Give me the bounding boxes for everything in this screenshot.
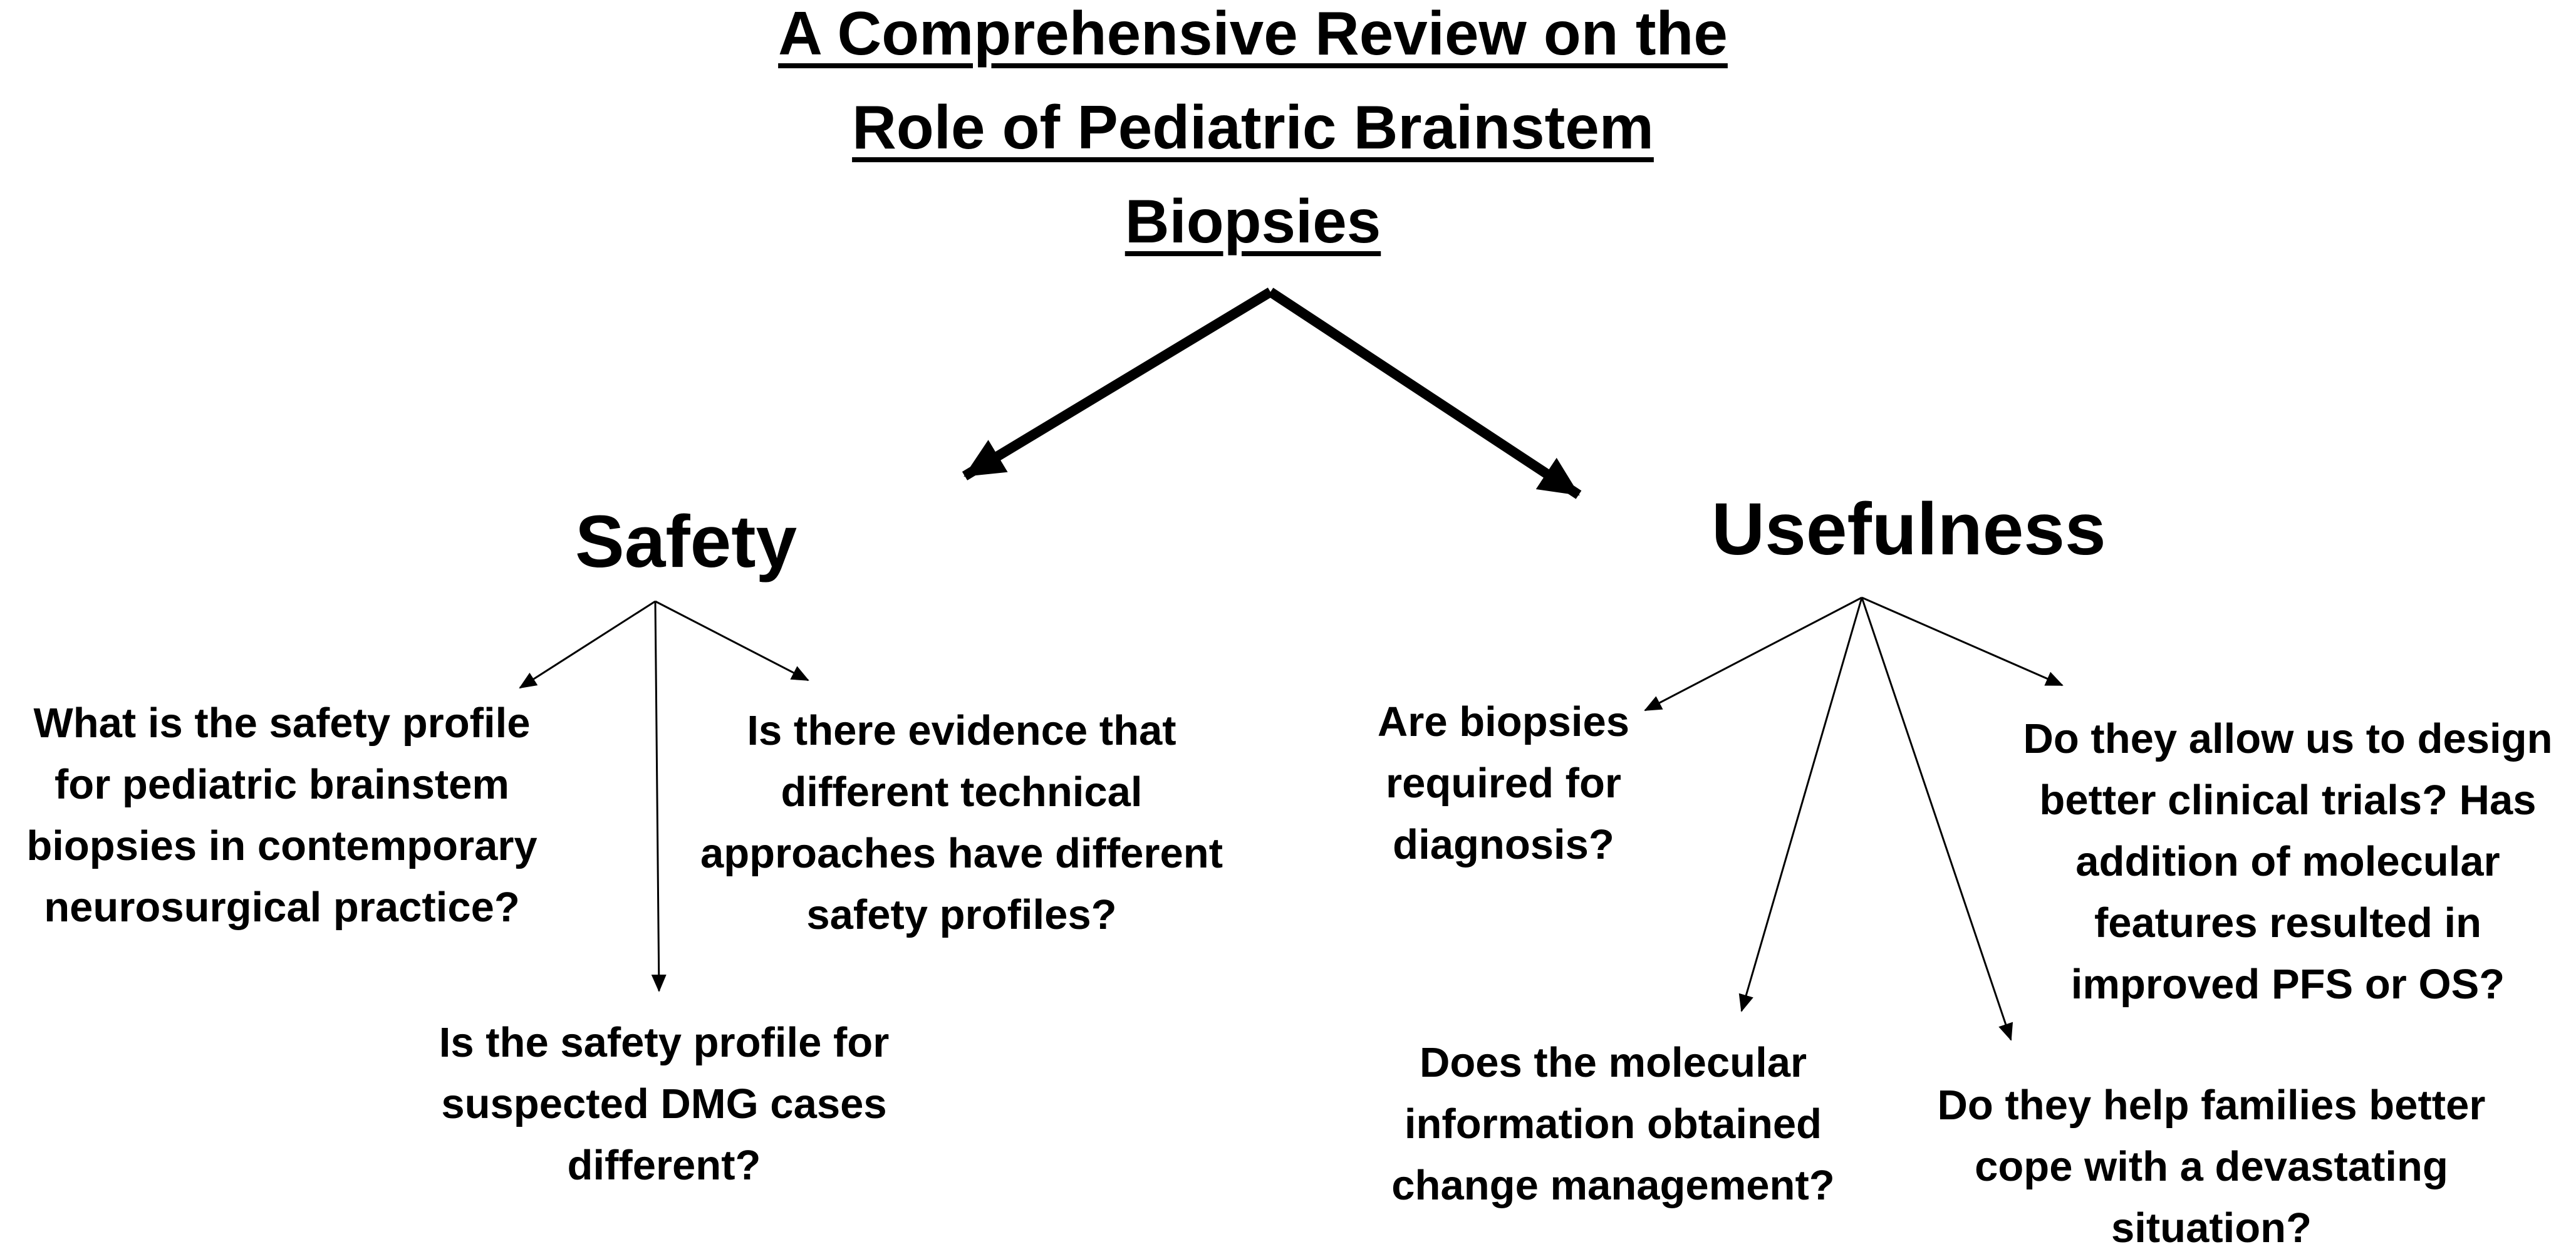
arrow-title-to-safety xyxy=(962,288,1274,480)
question-line: biopsies in contemporary xyxy=(26,822,538,869)
arrow-usefulness-to-q4 xyxy=(1861,596,2064,686)
question-line: Does the molecular xyxy=(1419,1039,1807,1086)
question-line: approaches have different xyxy=(700,830,1223,877)
question-line: different technical xyxy=(781,769,1143,816)
arrow-safety-to-q3 xyxy=(655,600,809,681)
question-line: neurosurgical practice? xyxy=(44,884,520,931)
question-line: addition of molecular xyxy=(2075,838,2500,885)
question-line: Do they help families better xyxy=(1937,1082,2486,1129)
question-line: cope with a devastating xyxy=(1975,1143,2448,1190)
title-line-2: Role of Pediatric Brainstem xyxy=(852,93,1654,162)
question-line: improved PFS or OS? xyxy=(2070,961,2505,1008)
usefulness-question-trials: Do they allow us to design better clinic… xyxy=(2000,708,2576,1015)
question-line: Do they allow us to design xyxy=(2023,715,2553,762)
safety-question-dmg: Is the safety profile for suspected DMG … xyxy=(382,1012,946,1196)
question-line: better clinical trials? Has xyxy=(2039,777,2537,824)
question-line: required for xyxy=(1386,760,1621,807)
question-line: change management? xyxy=(1391,1162,1835,1209)
title-line-3: Biopsies xyxy=(1124,187,1381,256)
question-line: Is the safety profile for xyxy=(439,1019,890,1066)
arrow-usefulness-to-q2 xyxy=(1738,597,1863,1012)
question-line: Are biopsies xyxy=(1377,698,1630,745)
question-line: safety profiles? xyxy=(806,891,1117,938)
safety-question-profile: What is the safety profile for pediatric… xyxy=(0,693,564,938)
arrow-title-to-usefulness xyxy=(1267,288,1582,499)
question-line: diagnosis? xyxy=(1393,821,1614,868)
question-line: What is the safety profile xyxy=(33,700,531,747)
question-line: situation? xyxy=(2111,1205,2312,1251)
usefulness-question-diagnosis: Are biopsies required for diagnosis? xyxy=(1347,692,1660,876)
usefulness-question-families: Do they help families better cope with a… xyxy=(1879,1075,2543,1259)
safety-question-techniques: Is there evidence that different technic… xyxy=(664,700,1259,946)
question-line: for pediatric brainstem xyxy=(54,761,509,808)
question-line: suspected DMG cases xyxy=(441,1080,887,1127)
arrow-safety-to-q2 xyxy=(651,601,667,992)
question-line: Is there evidence that xyxy=(747,707,1176,754)
question-line: information obtained xyxy=(1404,1101,1822,1148)
safety-heading: Safety xyxy=(575,500,797,583)
title-line-1: A Comprehensive Review on the xyxy=(778,0,1728,68)
arrow-usefulness-to-q3 xyxy=(1861,597,2013,1041)
arrow-safety-to-q1 xyxy=(519,600,656,689)
arrow-usefulness-to-q1 xyxy=(1644,596,1862,712)
question-line: different? xyxy=(567,1142,761,1189)
question-line: features resulted in xyxy=(2094,899,2482,946)
usefulness-heading: Usefulness xyxy=(1711,488,2106,571)
usefulness-question-management: Does the molecular information obtained … xyxy=(1347,1032,1879,1216)
